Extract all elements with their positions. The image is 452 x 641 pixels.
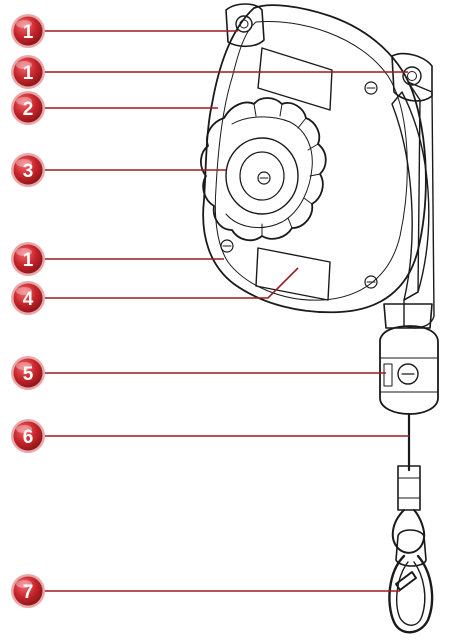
mounting-ear-right [391,52,433,102]
callout-badge: 1 [11,242,45,276]
callout-number: 7 [23,582,34,603]
callout-number: 3 [23,161,34,182]
cover-screws [220,81,378,289]
label-plate-top [257,47,333,111]
leader-lines [42,30,409,592]
callout-badge: 6 [11,419,45,453]
callout-badge: 5 [11,356,45,390]
leader-line-f [42,267,299,299]
callout-badge: 1 [11,55,45,89]
cable-ferrule [397,465,421,511]
callout-number: 1 [23,63,34,84]
callout-badge: 2 [11,91,45,125]
mounting-ear-top [225,3,265,48]
callout-number: 4 [23,289,34,310]
tension-adjust-knob [200,97,327,242]
screw-left [220,239,234,253]
carabiner-hook [388,554,434,634]
callout-number: 1 [23,250,34,271]
balancer-illustration [200,3,439,634]
callout-number: 2 [23,99,34,120]
mount-hole-right [402,66,422,86]
callout-badge: 3 [11,153,45,187]
label-plate-bottom [255,247,331,301]
cable-stopper [379,325,439,415]
mount-hole-top [235,15,253,33]
callout-badge: 1 [11,14,45,48]
callout-number: 6 [23,427,34,448]
callout-badge: 4 [11,281,45,315]
callout-number: 5 [23,364,34,385]
callout-badges: 1 1 2 3 1 4 [11,14,45,608]
screw-bottom-right [364,275,378,289]
screw-top [364,81,378,95]
callout-badge: 7 [11,574,45,608]
housing-body [202,4,427,314]
callout-number: 1 [23,22,34,43]
